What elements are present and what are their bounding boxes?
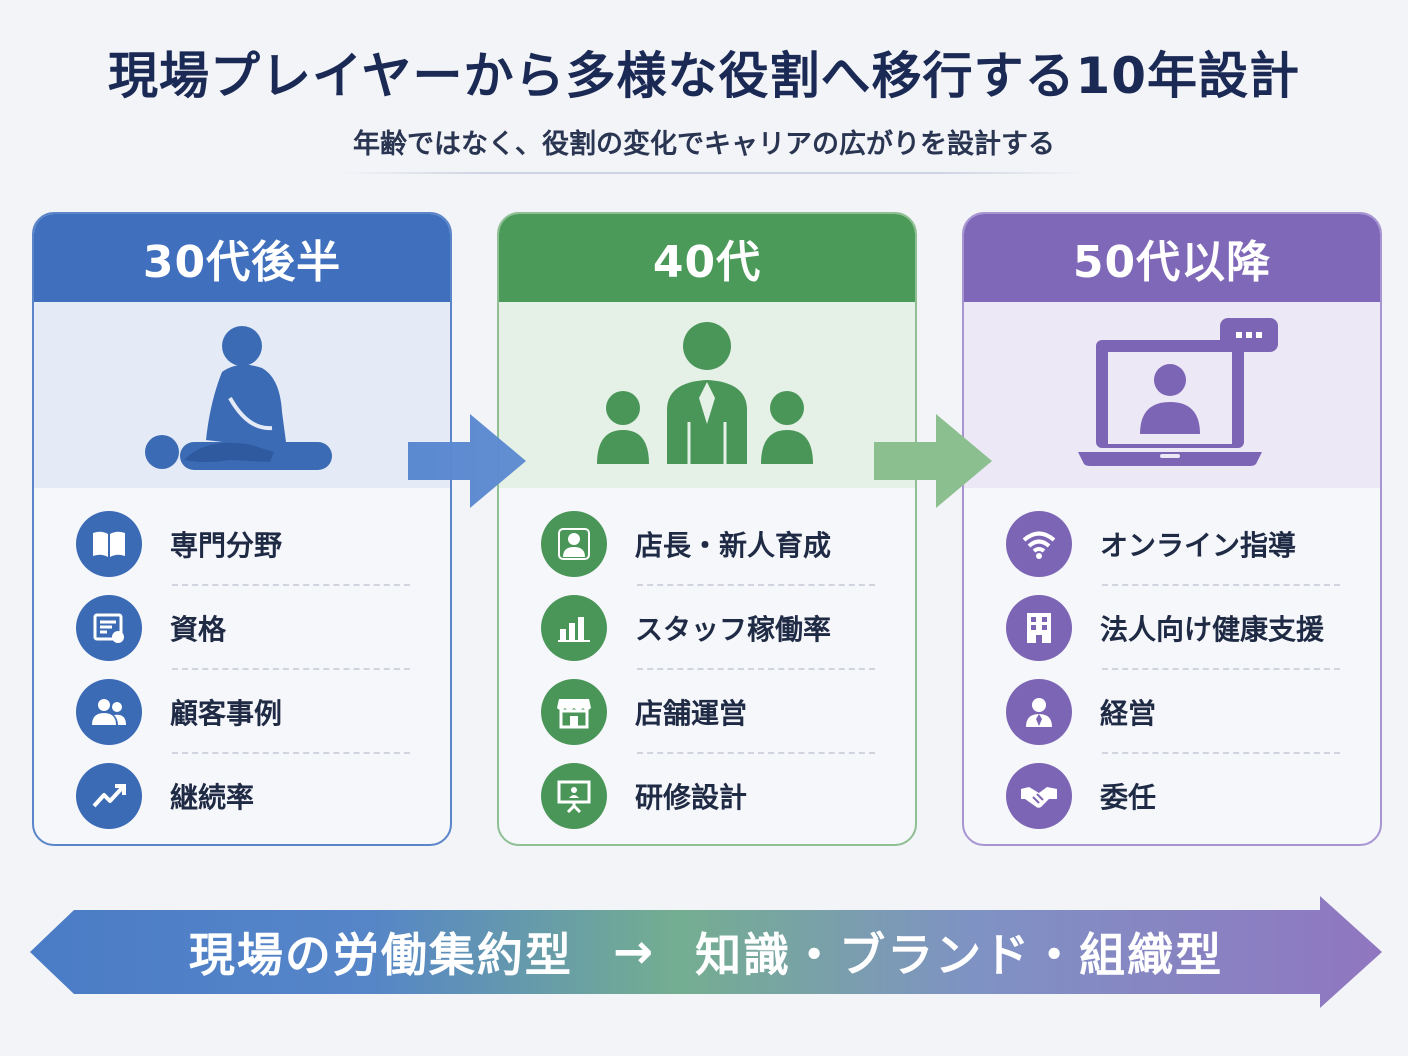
online-laptop-icon xyxy=(964,302,1380,488)
banner-right-label: 知識・ブランド・組織型 xyxy=(695,928,1224,982)
list-item: 継続率 xyxy=(76,754,450,838)
item-label: オンライン指導 xyxy=(1100,529,1297,562)
banner-left-label: 現場の労働集約型 xyxy=(188,928,573,982)
arrow-right-icon xyxy=(874,414,992,508)
wifi-icon xyxy=(1006,511,1072,577)
item-label: 法人向け健康支援 xyxy=(1100,613,1325,646)
certificate-icon xyxy=(76,595,142,661)
stage-card-50s: 50代以降 オンライ xyxy=(962,212,1382,846)
store-icon xyxy=(541,679,607,745)
stage-header: 40代 xyxy=(499,214,915,302)
list-item: 研修設計 xyxy=(541,754,915,838)
list-item: スタッフ稼働率 xyxy=(541,586,915,670)
caregiver-icon xyxy=(34,302,450,488)
list-item: 資格 xyxy=(76,586,450,670)
building-icon xyxy=(1006,595,1072,661)
team-leader-icon xyxy=(499,302,915,488)
item-label: 経営 xyxy=(1100,697,1157,730)
stage-card-40s: 40代 店長・新人育成 スタッフ稼働率 xyxy=(497,212,917,846)
handshake-icon xyxy=(1006,763,1072,829)
list-item: オンライン指導 xyxy=(1006,502,1380,586)
item-label: 店長・新人育成 xyxy=(635,529,832,562)
stage-header: 50代以降 xyxy=(964,214,1380,302)
item-label: 顧客事例 xyxy=(170,697,283,730)
users-icon xyxy=(76,679,142,745)
arrow-right-icon xyxy=(408,414,526,508)
banner-text: 現場の労働集約型 → 知識・ブランド・組織型 xyxy=(30,896,1382,1008)
item-label: 店舗運営 xyxy=(635,697,748,730)
presentation-icon xyxy=(541,763,607,829)
book-icon xyxy=(76,511,142,577)
list-item: 店舗運営 xyxy=(541,670,915,754)
stage-card-30s: 30代後半 専門分野 xyxy=(32,212,452,846)
item-label: 委任 xyxy=(1100,781,1157,814)
item-label: 資格 xyxy=(170,613,227,646)
item-label: 継続率 xyxy=(170,781,255,814)
list-item: 顧客事例 xyxy=(76,670,450,754)
list-item: 専門分野 xyxy=(76,502,450,586)
bar-chart-icon xyxy=(541,595,607,661)
page-subtitle: 年齢ではなく、役割の変化でキャリアの広がりを設計する xyxy=(353,129,1055,160)
item-label: 研修設計 xyxy=(635,781,748,814)
trend-up-icon xyxy=(76,763,142,829)
manager-icon xyxy=(541,511,607,577)
transition-banner xyxy=(30,896,1382,1008)
title-divider xyxy=(340,172,1085,174)
list-item: 店長・新人育成 xyxy=(541,502,915,586)
banner-arrow: → xyxy=(612,924,656,980)
item-label: 専門分野 xyxy=(170,529,283,562)
list-item: 経営 xyxy=(1006,670,1380,754)
executive-icon xyxy=(1006,679,1072,745)
page-title: 現場プレイヤーから多様な役割へ移行する10年設計 xyxy=(107,47,1301,105)
item-label: スタッフ稼働率 xyxy=(635,613,832,646)
stage-header: 30代後半 xyxy=(34,214,450,302)
list-item: 法人向け健康支援 xyxy=(1006,586,1380,670)
list-item: 委任 xyxy=(1006,754,1380,838)
